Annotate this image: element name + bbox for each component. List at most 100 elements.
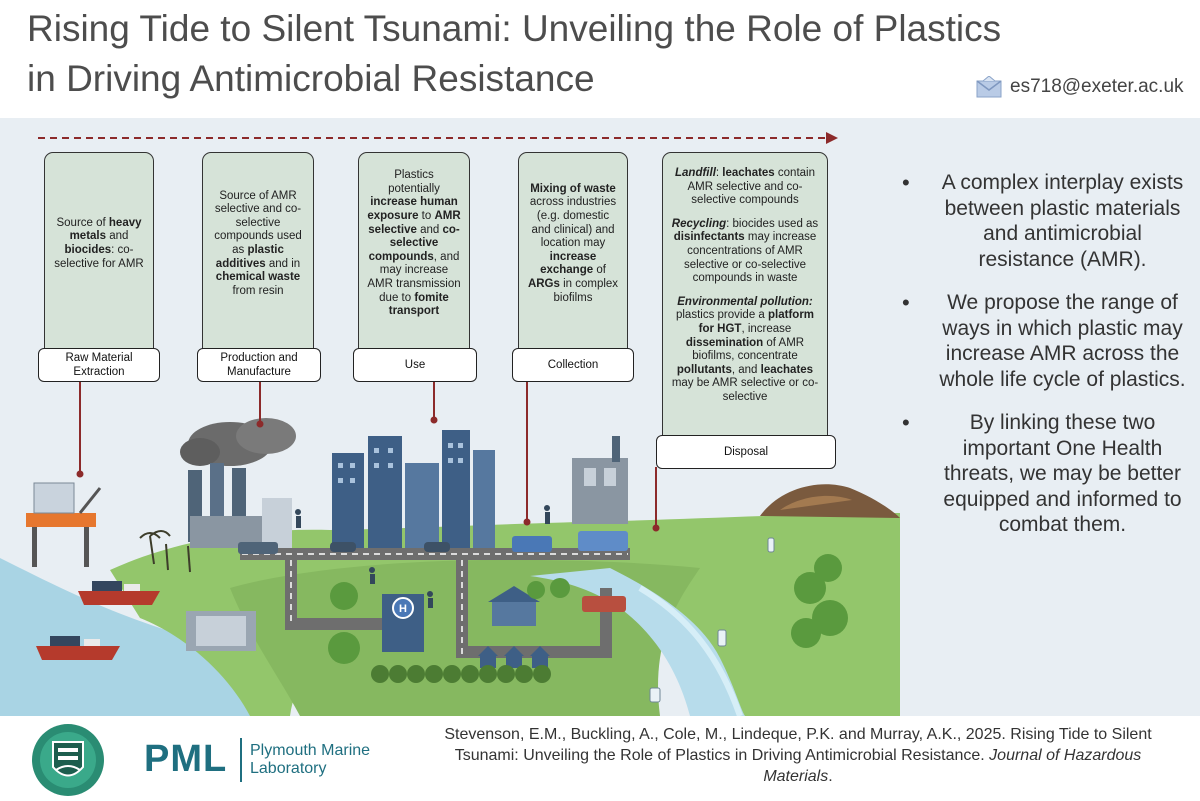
text-run: in complex biofilms [553, 277, 619, 304]
pml-crest-logo [32, 724, 104, 796]
text-run: may increase concentrations of AMR selec… [683, 231, 817, 285]
text-run: Source of [56, 216, 109, 229]
text-run: and [416, 223, 443, 236]
text-run: of AMR biofilms, concentrate [692, 336, 805, 363]
text-run: pollutants [676, 363, 732, 376]
stage-disposal-text: Landfill: leachates contain AMR selectiv… [671, 167, 819, 415]
ship-icon-2 [36, 636, 120, 660]
stage-disposal-label: Disposal [656, 435, 836, 469]
text-run: from resin [232, 284, 284, 297]
key-point: By linking these two important One Healt… [902, 410, 1187, 538]
palm-tree-icon [139, 530, 191, 573]
text-run: : [715, 167, 723, 179]
stage-raw-material-text: Source of heavy metals and biocides: co-… [53, 217, 145, 271]
text-run: dissemination [685, 336, 764, 349]
org-name-line-1: Plymouth Marine [250, 742, 371, 759]
text-run: across industries (e.g. domestic and cli… [529, 196, 617, 250]
stage-collection-box: Mixing of waste across industries (e.g. … [518, 152, 628, 364]
text-run: leachates [760, 363, 814, 376]
text-run: disinfectants [673, 231, 745, 244]
stage-raw-material-box: Source of heavy metals and biocides: co-… [44, 152, 154, 364]
text-run: AMR selective [368, 210, 461, 236]
city-windows [338, 443, 463, 483]
disposal-paragraph: Environmental pollution: plastics provid… [671, 296, 819, 405]
life-cycle-scene: H [0, 132, 900, 716]
stage-disposal-box: Landfill: leachates contain AMR selectiv… [662, 152, 828, 449]
logo-divider [240, 738, 242, 782]
email-text: es718@exeter.ac.uk [1010, 76, 1184, 97]
org-name-line-2: Laboratory [250, 760, 327, 777]
footer: PML Plymouth Marine Laboratory Stevenson… [0, 716, 1200, 801]
text-run: and [106, 230, 129, 243]
school-icon [488, 586, 540, 626]
stage-production-label: Production and Manufacture [197, 348, 321, 382]
citation-end: . [828, 768, 833, 785]
pier-icon [186, 611, 256, 651]
text-run: increase human exposure [367, 196, 458, 223]
org-name: Plymouth Marine Laboratory [250, 742, 370, 778]
text-run: : co-selective for AMR [54, 244, 144, 270]
stage-production-text: Source of AMR selective and co-selective… [211, 190, 305, 299]
houses-icon [478, 646, 550, 668]
text-run: co-selective compounds [368, 223, 460, 263]
key-point: A complex interplay exists between plast… [902, 170, 1187, 272]
title-line-2: in Driving Antimicrobial Resistance [27, 58, 595, 99]
text-run: plastics provide a [675, 309, 769, 322]
text-run: contain AMR selective and co-selective c… [687, 167, 815, 207]
stage-use-box: Plastics potentially increase human expo… [358, 152, 470, 364]
svg-text:H: H [399, 603, 407, 615]
cars [238, 542, 450, 554]
text-run: fomite transport [388, 291, 449, 318]
infographic-panel: H [0, 118, 1200, 716]
contact-email[interactable]: es718@exeter.ac.uk [976, 76, 1184, 98]
text-run: biocides [64, 244, 112, 256]
disposal-paragraph: Landfill: leachates contain AMR selectiv… [671, 167, 819, 208]
text-run: Recycling [671, 217, 727, 230]
tree-row [371, 665, 551, 683]
landfill-icon [760, 484, 900, 518]
oil-rig-icon [26, 482, 102, 567]
stage-use-text: Plastics potentially increase human expo… [367, 169, 461, 319]
ship-icon [78, 581, 160, 605]
key-point: We propose the range of ways in which pl… [902, 290, 1187, 392]
text-run: Plastics potentially [388, 169, 440, 195]
stage-use-label: Use [353, 348, 477, 382]
sea [0, 558, 290, 716]
text-run: may be AMR selective or co-selective [671, 377, 819, 403]
text-run: Source of AMR selective and co-selective… [214, 189, 302, 256]
citation-main: Stevenson, E.M., Buckling, A., Cole, M.,… [444, 726, 1152, 764]
text-run: heavy metals [69, 216, 142, 243]
stage-collection-text: Mixing of waste across industries (e.g. … [527, 183, 619, 305]
text-run: ARGs [527, 277, 560, 290]
stage-raw-material-label: Raw Material Extraction [38, 348, 160, 382]
city-buildings-icon [332, 430, 495, 548]
text-run: and in [265, 257, 301, 270]
text-run: Environmental pollution: [677, 295, 813, 308]
text-run: platform for HGT [698, 309, 815, 335]
stage-production-box: Source of AMR selective and co-selective… [202, 152, 314, 364]
text-run: chemical waste [215, 271, 301, 284]
citation: Stevenson, E.M., Buckling, A., Cole, M.,… [418, 724, 1178, 787]
text-run: to [418, 210, 435, 223]
text-run: plastic additives [215, 244, 284, 270]
title-line-1: Rising Tide to Silent Tsunami: Unveiling… [27, 8, 1002, 49]
hospital-icon: H [382, 594, 424, 652]
pml-wordmark: PML [144, 738, 228, 780]
people-icon [295, 505, 550, 608]
text-run: leachates [722, 167, 775, 179]
envelope-icon [976, 76, 1002, 98]
text-run: : biocides used as [726, 217, 819, 230]
text-run: Mixing of waste [530, 182, 616, 195]
key-points-list: A complex interplay exists between plast… [902, 170, 1187, 556]
text-run: , and [731, 363, 761, 376]
garbage-truck-icon [512, 531, 628, 612]
factory-icon [180, 418, 296, 548]
text-run: , and may increase AMR transmission due … [367, 250, 461, 304]
river-icon [530, 568, 745, 716]
text-run: Landfill [675, 167, 716, 179]
plastic-bottle-icon [649, 537, 775, 703]
text-run: of [593, 264, 606, 277]
lifecycle-arrow [38, 132, 838, 144]
poster-title: Rising Tide to Silent Tsunami: Unveiling… [27, 4, 1187, 104]
stage-collection-label: Collection [512, 348, 634, 382]
